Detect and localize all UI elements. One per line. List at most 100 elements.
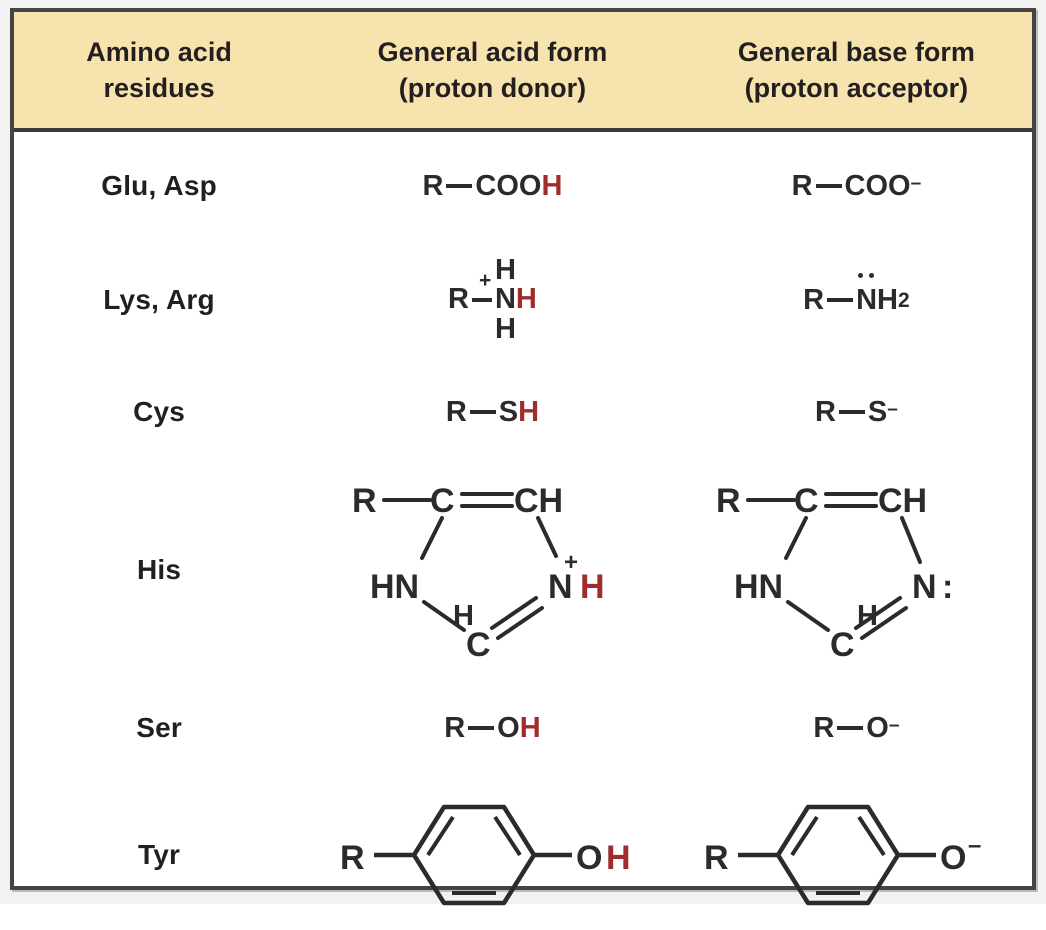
residue-cell: Ser <box>14 676 304 780</box>
figure-page: Amino acid residues General acid form (p… <box>0 0 1046 906</box>
base-form-cell: R C CH HN N : C <box>681 464 1032 676</box>
residue-label: Ser <box>136 712 182 743</box>
header-line-2: residues <box>103 73 215 103</box>
formula-body: S <box>867 395 888 428</box>
inner-double-bond-right <box>493 815 523 857</box>
bond-hn-to-c <box>422 600 467 632</box>
imidazolium-structure: R C CH HN N C + H <box>352 482 605 664</box>
carbon-bottom: C <box>466 626 491 664</box>
acidic-hydrogen: H <box>518 395 540 428</box>
bond-hn-to-c <box>786 600 831 632</box>
phenolate-structure: R O – <box>704 804 982 906</box>
formula-body: S <box>498 395 519 428</box>
residue-cell: Cys <box>14 360 304 464</box>
bond-line <box>815 184 842 188</box>
nitrogen-atom: N <box>494 283 516 316</box>
charge-label: – <box>968 832 981 859</box>
header-line-1: General acid form <box>377 36 608 67</box>
bond-c-to-hn <box>420 516 445 560</box>
acidic-hydrogen: H <box>519 711 541 744</box>
oxygen-atom: O <box>940 839 966 877</box>
subscript: 2 <box>897 288 910 312</box>
header-line-2: (proton acceptor) <box>744 73 969 103</box>
acidic-hydrogen: H <box>580 568 605 606</box>
formula-body: O <box>866 711 889 744</box>
nitrogen-left: HN <box>734 568 783 606</box>
residue-label: Glu, Asp <box>101 170 217 201</box>
table-header-row: Amino acid residues General acid form (p… <box>14 12 1032 132</box>
r-group: R <box>716 482 741 520</box>
table-row: Lys, Arg R + H N H H <box>14 240 1032 360</box>
residue-cell: His <box>14 464 304 676</box>
bond-ch-to-n <box>536 516 559 558</box>
carbon-top-left: C <box>430 482 455 520</box>
imidazolium-bottom-hydrogen: H <box>453 600 474 632</box>
base-form-cell: R O – <box>681 780 1032 930</box>
benzene-ring <box>412 804 537 906</box>
lone-pair-dots <box>857 272 876 279</box>
amino-acid-acid-base-table: Amino acid residues General acid form (p… <box>10 8 1036 906</box>
bond-c-to-hn <box>784 516 809 560</box>
column-header-base-form: General base form (proton acceptor) <box>681 12 1032 128</box>
bond-line <box>838 410 865 414</box>
ammonium-group: + H N H <box>479 253 516 345</box>
r-group: R <box>448 283 469 316</box>
column-header-acid-form: General acid form (proton donor) <box>304 12 681 128</box>
residue-cell: Lys, Arg <box>14 240 304 360</box>
r-group: R <box>444 711 466 744</box>
r-group: R <box>803 283 825 316</box>
r-group: R <box>813 711 835 744</box>
nitrogen-atom: N <box>856 272 877 315</box>
nitrogen-left: HN <box>370 568 419 606</box>
inner-double-bond-left <box>426 815 456 857</box>
double-bond-c-n-b <box>490 596 539 630</box>
acid-form-cell: R O H <box>304 780 681 930</box>
residue-cell: Glu, Asp <box>14 132 304 240</box>
double-bond-c-n-a <box>860 606 909 640</box>
r-group: R <box>340 839 365 877</box>
residue-label: His <box>136 554 182 585</box>
bond-line <box>837 726 864 730</box>
r-group: R <box>791 169 813 202</box>
nitrogen-right: N <box>548 568 573 606</box>
table-row: Tyr R <box>14 780 1032 930</box>
nitrogen-right: N <box>912 568 937 606</box>
formula-body: COO <box>844 169 911 202</box>
r-group: R <box>445 395 467 428</box>
hydrogen-bottom: H <box>494 312 516 345</box>
formula-body: O <box>497 711 520 744</box>
formula-body: COO <box>475 169 542 202</box>
phenol-structure: R O H <box>340 804 631 906</box>
carbon-top-right: CH <box>514 482 563 520</box>
bond-line <box>469 410 496 414</box>
r-group: R <box>352 482 377 520</box>
header-line-1: Amino acid <box>86 36 232 67</box>
acidic-hydrogen: H <box>606 839 631 877</box>
bond-line <box>827 298 854 302</box>
hydrogen-top: H <box>494 253 516 286</box>
double-bond-c-n-b <box>854 596 903 630</box>
bond-ch-to-n <box>900 516 923 564</box>
lone-pair-colon: : <box>942 568 953 606</box>
carbon-bottom: C <box>830 626 855 664</box>
acid-form-cell: R + H N H H <box>304 240 681 360</box>
carbon-top-right: CH <box>878 482 927 520</box>
acid-form-cell: R C CH HN N C + H <box>304 464 681 676</box>
residue-label: Lys, Arg <box>103 284 215 315</box>
column-header-residues: Amino acid residues <box>14 12 304 128</box>
inner-double-bond-right <box>857 815 887 857</box>
